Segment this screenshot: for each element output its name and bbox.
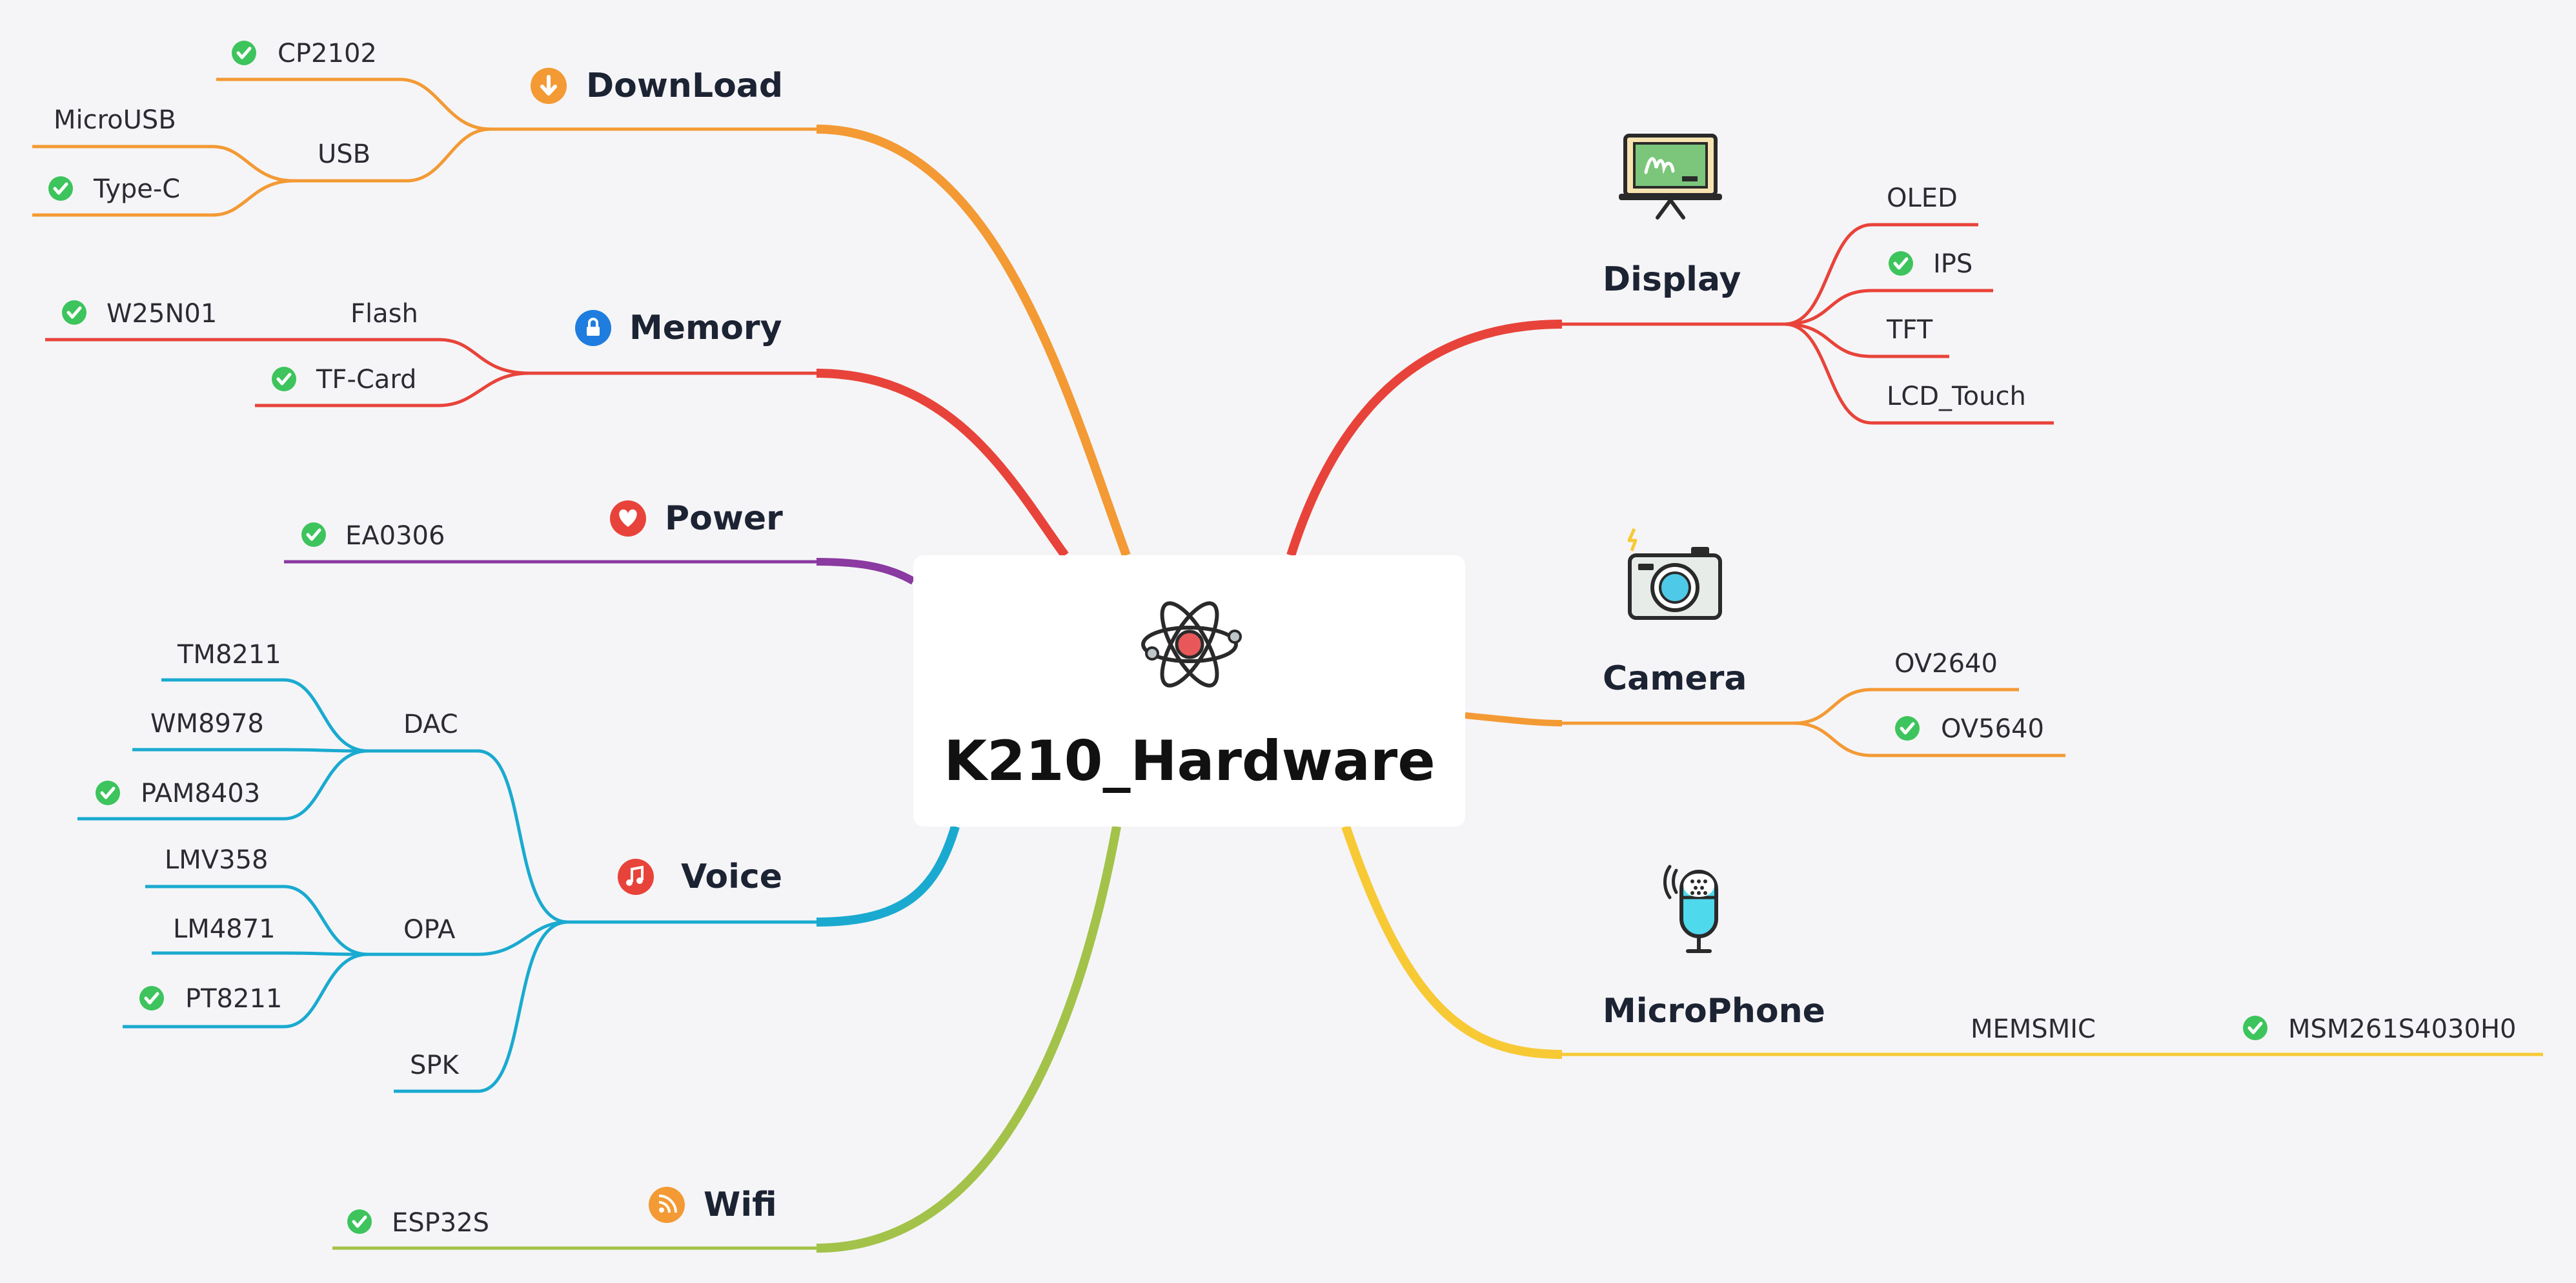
memsmic-label: MEMSMIC [1971, 1014, 2096, 1044]
display-link-ips [1784, 289, 1993, 326]
download-trunk [816, 125, 1131, 557]
check-icon [96, 781, 120, 805]
wifi-trunk [816, 825, 1121, 1253]
lcd-touch-label: LCD_Touch [1887, 382, 2026, 411]
flash-label: Flash [350, 299, 418, 329]
microphone-trunk [1341, 825, 1563, 1059]
download-link-usb [294, 127, 491, 183]
root-node [913, 555, 1465, 826]
tft-label: TFT [1886, 315, 1933, 345]
cp2102-label: CP2102 [278, 39, 377, 68]
power-title: Power [665, 499, 783, 538]
voice-title: Voice [681, 857, 782, 896]
microphone-title: MicroPhone [1603, 992, 1825, 1031]
memory-link-tfcard [255, 371, 530, 407]
voice-trunk [816, 825, 960, 927]
ov2640-label: OV2640 [1894, 649, 1998, 679]
ips-label: IPS [1933, 249, 1973, 279]
opa-link-lmv358 [145, 885, 369, 956]
download-link-cp2102 [216, 77, 491, 131]
lm4871-label: LM4871 [173, 914, 276, 944]
tfcard-label: TF-Card [316, 365, 416, 395]
check-icon [2243, 1016, 2267, 1040]
check-icon [232, 41, 256, 65]
dac-label: DAC [403, 710, 458, 739]
wm8978-label: WM8978 [150, 709, 264, 739]
voice-link-spk [394, 920, 569, 1093]
camera-link-ov5640 [1794, 721, 2065, 757]
pt8211-label: PT8211 [185, 984, 282, 1014]
microphone-icon [1663, 865, 1718, 953]
usb-link-microusb [32, 145, 294, 183]
typec-label: Type-C [93, 174, 180, 204]
memory-trunk [816, 369, 1069, 559]
display-link-tft [1784, 322, 1949, 358]
download-icon [531, 68, 567, 104]
opa-link-lm4871 [152, 951, 369, 956]
voice-link-dac [368, 749, 569, 924]
usb-link-typec [32, 179, 294, 217]
check-icon [62, 300, 86, 325]
dac-link-wm8978 [132, 748, 369, 753]
music-icon [618, 859, 654, 895]
memory-title: Memory [629, 309, 782, 347]
opa-label: OPA [403, 915, 456, 945]
w25n01-label: W25N01 [106, 299, 217, 329]
dac-link-pam8403 [77, 749, 369, 821]
check-icon [48, 176, 73, 201]
camera-link-ov2640 [1794, 688, 2019, 725]
display-link-lcdtouch [1784, 322, 2054, 425]
check-icon [347, 1209, 372, 1234]
oled-label: OLED [1887, 183, 1958, 213]
tm8211-label: TM8211 [177, 640, 281, 670]
ea0306-label: EA0306 [345, 521, 445, 551]
memory-link-flash [45, 338, 530, 375]
chalkboard-icon [1619, 134, 1722, 220]
display-trunk [1286, 320, 1563, 557]
camera-title: Camera [1603, 659, 1747, 698]
power-trunk [816, 558, 915, 585]
pam8403-label: PAM8403 [141, 779, 260, 808]
dac-link-tm8211 [161, 678, 369, 753]
download-title: DownLoad [586, 67, 783, 105]
camera-icon [1627, 528, 1722, 620]
check-icon [1889, 251, 1913, 276]
lmv358-label: LMV358 [165, 845, 269, 875]
check-icon [301, 522, 326, 547]
voice-link-opa [368, 920, 569, 956]
esp32s-label: ESP32S [392, 1208, 489, 1238]
atom-icon [1141, 601, 1242, 688]
wifi-title: Wifi [704, 1185, 777, 1224]
display-link-oled [1784, 223, 1978, 326]
lock-icon [575, 310, 611, 346]
msm261-label: MSM261S4030H0 [2288, 1014, 2516, 1044]
heart-icon [610, 500, 646, 537]
root-title: K210_Hardware [944, 729, 1435, 794]
camera-trunk [1465, 712, 1563, 726]
check-icon [139, 986, 164, 1011]
rss-icon [649, 1187, 685, 1223]
usb-label: USB [318, 139, 370, 169]
check-icon [272, 367, 296, 391]
opa-link-pt8211 [123, 952, 369, 1029]
display-title: Display [1603, 260, 1741, 299]
microusb-label: MicroUSB [54, 105, 176, 135]
check-icon [1895, 716, 1920, 741]
ov5640-label: OV5640 [1941, 714, 2044, 744]
spk-label: SPK [410, 1051, 460, 1080]
